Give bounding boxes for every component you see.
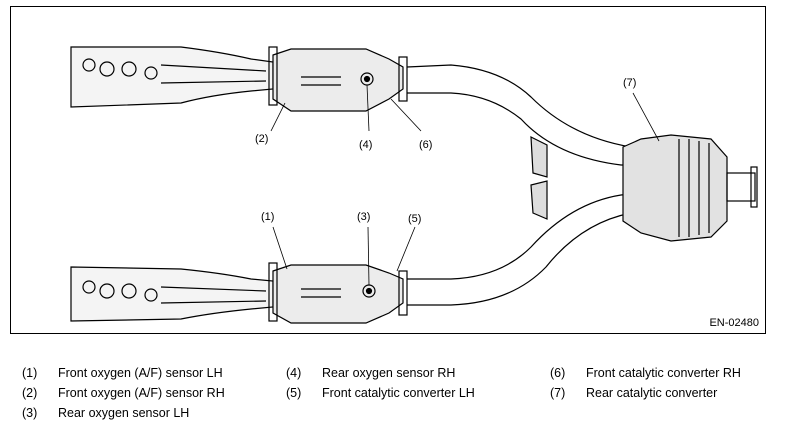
front-cat-rh <box>268 46 408 112</box>
legend-label: Rear oxygen sensor LH <box>58 406 190 420</box>
legend-label: Front oxygen (A/F) sensor RH <box>58 386 225 400</box>
legend-label: Front catalytic converter RH <box>586 366 741 380</box>
legend-number: (2) <box>22 386 38 400</box>
legend-item-1: (1) Front oxygen (A/F) sensor LH <box>22 366 223 380</box>
legend-item-7: (7) Rear catalytic converter <box>550 386 717 400</box>
legend-label: Rear catalytic converter <box>586 386 718 400</box>
legend-number: (4) <box>286 366 302 380</box>
legend-item-6: (6) Front catalytic converter RH <box>550 366 741 380</box>
manifold-rh <box>70 46 274 108</box>
callout-1: (1) <box>261 211 275 223</box>
callout-6: (6) <box>419 139 433 151</box>
legend-label: Rear oxygen sensor RH <box>322 366 456 380</box>
legend-item-5: (5) Front catalytic converter LH <box>286 386 475 400</box>
pipe-rh <box>406 64 641 166</box>
callout-4: (4) <box>359 139 373 151</box>
legend-label: Front oxygen (A/F) sensor LH <box>58 366 223 380</box>
legend-number: (5) <box>286 386 302 400</box>
callout-3: (3) <box>357 211 371 223</box>
manifold-lh <box>70 266 274 322</box>
legend-label: Front catalytic converter LH <box>322 386 475 400</box>
callout-5: (5) <box>408 213 422 225</box>
legend-number: (7) <box>550 386 566 400</box>
callout-7: (7) <box>623 77 637 89</box>
legend-item-2: (2) Front oxygen (A/F) sensor RH <box>22 386 225 400</box>
exhaust-diagram: (2) (4) (6) (1) (3) (5) (7) EN-02480 <box>10 6 766 334</box>
rear-cat <box>622 134 758 242</box>
front-cat-lh <box>268 262 408 324</box>
legend-item-4: (4) Rear oxygen sensor RH <box>286 366 455 380</box>
callout-2: (2) <box>255 133 269 145</box>
legend-number: (3) <box>22 406 38 420</box>
legend-number: (6) <box>550 366 566 380</box>
exhaust-drawing <box>70 46 758 324</box>
figure-id: EN-02480 <box>709 317 759 329</box>
legend-item-3: (3) Rear oxygen sensor LH <box>22 406 189 420</box>
pipe-lh <box>407 192 642 306</box>
legend-number: (1) <box>22 366 38 380</box>
